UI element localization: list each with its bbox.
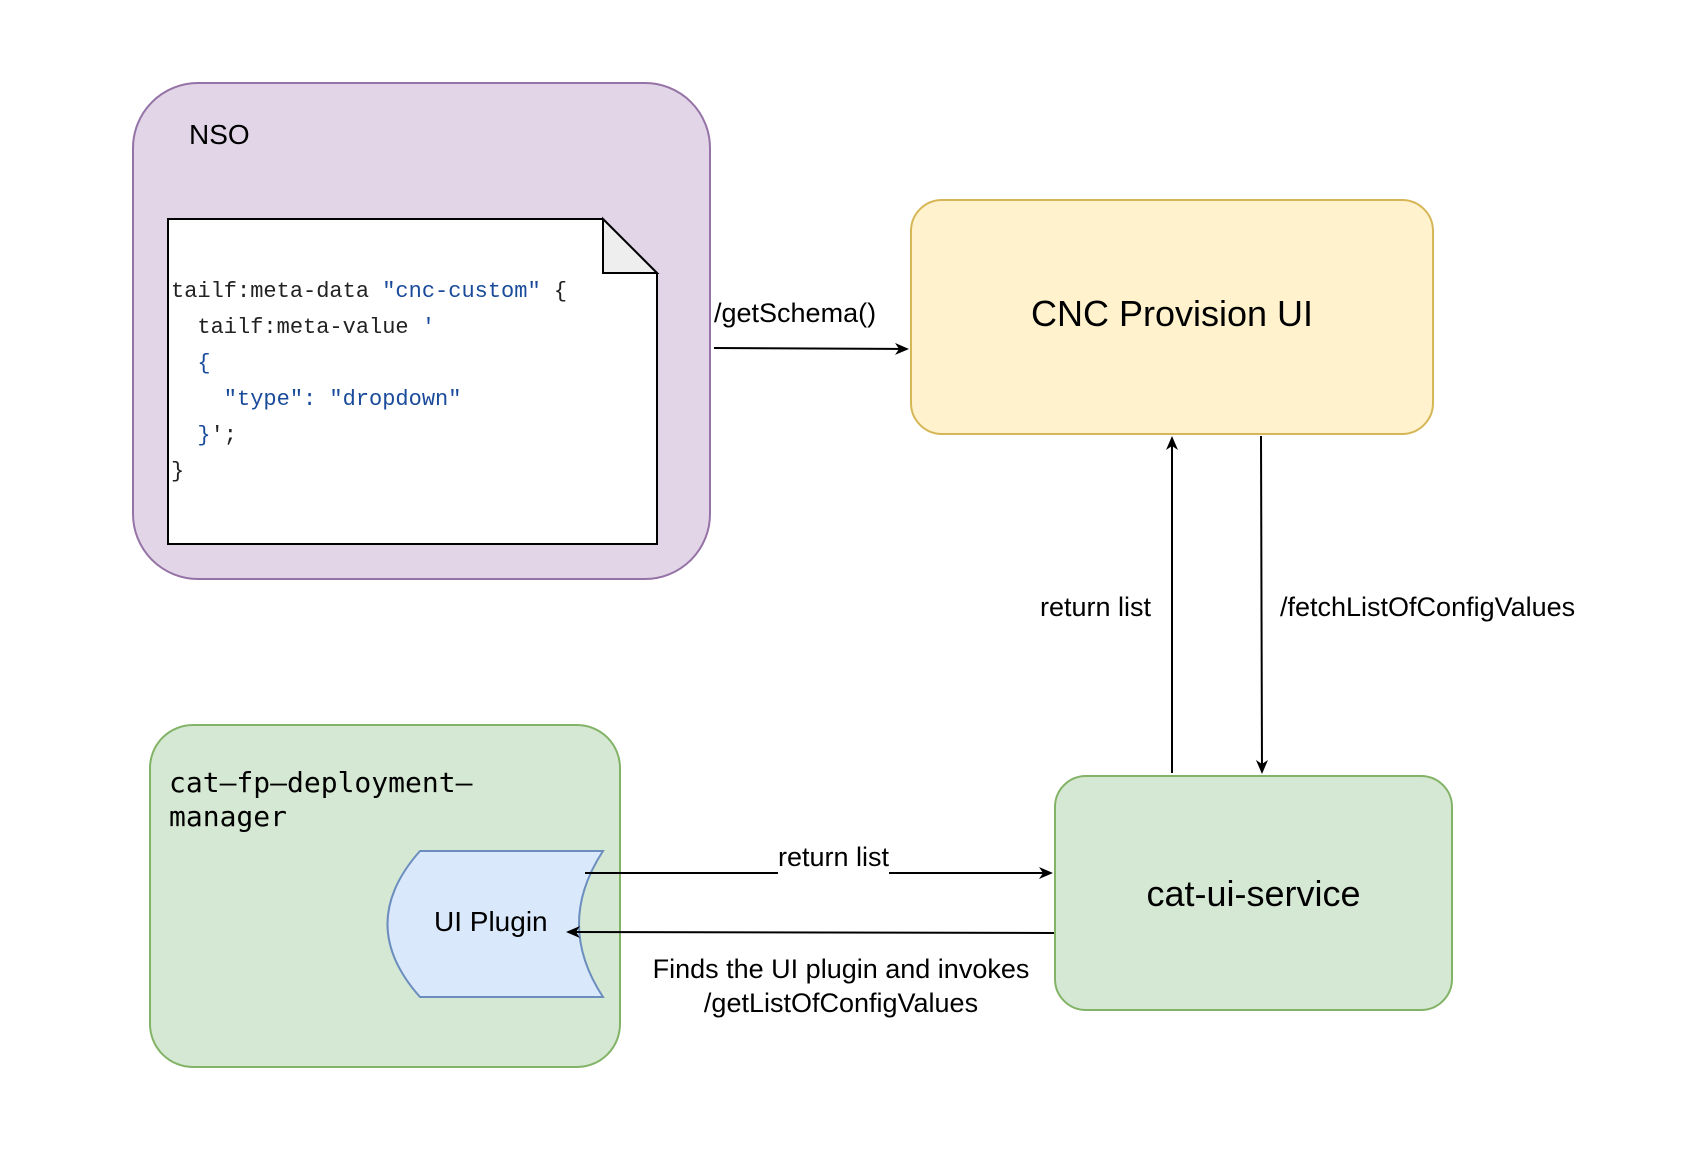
ui-plugin-title: UI Plugin [434, 906, 548, 937]
code-token: tailf:meta-data [171, 279, 383, 304]
edge-finds-plugin-label: Finds the UI plugin and invokes /getList… [652, 954, 1030, 1018]
code-line: { [171, 346, 567, 382]
code-line: tailf:meta-value ' [171, 310, 567, 346]
edge-return-list-up-label: return list [1040, 591, 1152, 625]
code-line: tailf:meta-data "cnc-custom" { [171, 274, 567, 310]
edge-get-schema-line[interactable] [713, 342, 909, 355]
ui-plugin-shape[interactable] [386, 850, 605, 998]
edge-fetch-list-label: /fetchListOfConfigValues [1280, 591, 1576, 625]
cat-ui-service-box[interactable] [1054, 775, 1453, 1011]
code-line: } [171, 454, 567, 490]
edge-fetch-list-line[interactable] [1255, 435, 1268, 774]
code-token: ' [421, 315, 436, 340]
code-token: } [171, 459, 185, 484]
edge-finds-plugin-line[interactable] [566, 926, 1055, 939]
code-line: }'; [171, 418, 567, 454]
code-note-shape[interactable] [167, 216, 660, 545]
code-token: '; [210, 423, 238, 448]
code-line: "type": "dropdown" [171, 382, 567, 418]
code-token: } [171, 423, 211, 448]
cnc-provision-ui-box[interactable] [910, 199, 1434, 435]
nso-title: NSO [189, 119, 250, 150]
edge-get-schema-label: /getSchema() [714, 297, 877, 331]
code-token: "cnc-custom" [382, 279, 541, 304]
edge-return-list-label: return list [778, 841, 890, 875]
cnc-provision-ui-title: CNC Provision UI [1030, 293, 1314, 334]
deployment-manager-title: cat–fp–deployment– manager [169, 766, 473, 833]
code-note-text: tailf:meta-data "cnc-custom" { tailf:met… [171, 274, 567, 490]
code-token: tailf:meta-value [171, 315, 422, 340]
code-token: "type": "dropdown" [171, 387, 462, 412]
code-token: { [540, 279, 568, 304]
code-token: { [171, 351, 211, 376]
cat-ui-service-title: cat-ui-service [1146, 873, 1361, 914]
